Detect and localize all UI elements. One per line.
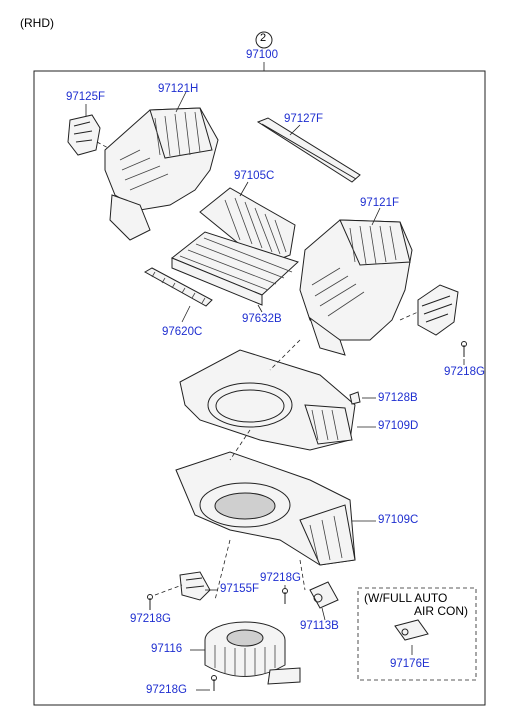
variant-note: (RHD) <box>20 16 54 30</box>
label-97121f: 97121F <box>360 197 400 209</box>
screw-97218g-c-drawing <box>282 585 288 604</box>
label-97109c: 97109C <box>378 514 419 526</box>
screw-97218g-d-drawing <box>196 675 217 691</box>
filter-97632b-drawing <box>171 231 299 313</box>
label-97109d: 97109D <box>378 420 419 432</box>
label-97632b: 97632B <box>242 313 282 325</box>
label-97127f: 97127F <box>284 113 324 125</box>
label-97116: 97116 <box>151 643 183 655</box>
label-97125f: 97125F <box>66 91 106 103</box>
case-97121f-drawing <box>299 207 413 356</box>
case-97109c-drawing <box>175 451 376 566</box>
assembly-index: 2 <box>260 32 267 44</box>
option-box-title-line2: AIR CON) <box>414 604 468 618</box>
label-97218g-c: 97218G <box>260 572 301 584</box>
screw-97218g-a-drawing <box>461 341 467 365</box>
label-97128b: 97128B <box>378 392 418 404</box>
sensor-97113b-drawing <box>309 581 339 621</box>
assembly-part-number: 97100 <box>246 49 278 61</box>
label-97620c: 97620C <box>162 326 203 338</box>
assembly-index-circle <box>255 31 273 49</box>
actuator-right-drawing <box>399 284 459 336</box>
sensor-97176e-drawing <box>394 619 429 655</box>
assembly-frame <box>33 70 486 706</box>
case-97121h-drawing <box>104 91 219 241</box>
resistor-97155f-drawing <box>154 571 218 601</box>
clip-97128b-drawing <box>349 391 376 405</box>
label-97105c: 97105C <box>234 170 275 182</box>
option-box-title-line1: (W/FULL AUTO <box>364 591 448 605</box>
seal-97127f-drawing <box>256 117 361 183</box>
screw-97218g-b-drawing <box>147 594 153 610</box>
label-97218g-d: 97218G <box>146 684 187 696</box>
option-box-frame <box>357 587 477 681</box>
label-97218g-a: 97218G <box>444 366 485 378</box>
actuator-97125f-drawing <box>67 104 113 156</box>
label-97176e: 97176E <box>390 658 430 670</box>
blower-motor-97116-drawing <box>190 621 301 685</box>
case-97109d-drawing <box>179 349 376 451</box>
label-97155f: 97155F <box>220 583 260 595</box>
label-97121h: 97121H <box>158 83 199 95</box>
filter-97620c-drawing <box>143 267 213 323</box>
label-97218g-b: 97218G <box>130 613 171 625</box>
label-97113b: 97113B <box>300 620 339 632</box>
